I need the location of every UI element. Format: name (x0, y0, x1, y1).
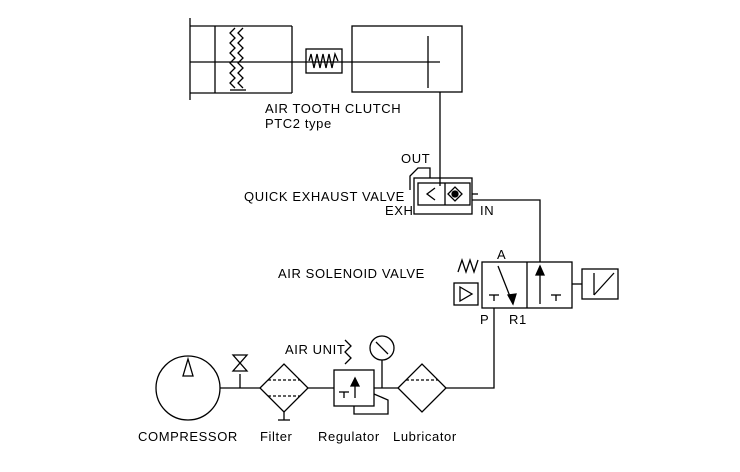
qev-out-label: OUT (401, 151, 430, 166)
solenoid-valve-title: AIR SOLENOID VALVE (278, 266, 425, 281)
port-a-label: A (497, 247, 506, 262)
clutch-teeth-left (229, 27, 236, 89)
filter-label: Filter (260, 429, 293, 444)
qev-in-label: IN (480, 203, 494, 218)
pilot-actuator (453, 282, 479, 306)
clutch-title: AIR TOOTH CLUTCH (265, 101, 401, 116)
check-arrow-icon (425, 187, 436, 201)
spring-icon (308, 51, 339, 69)
clutch-type: PTC2 type (265, 116, 332, 131)
regulator (333, 339, 389, 415)
regulator-label: Regulator (318, 429, 380, 444)
clutch-spring-box (305, 48, 343, 74)
qev-exh-label: EXH (385, 203, 414, 218)
clutch-cylinder (351, 25, 463, 93)
port-r1-label: R1 (509, 312, 527, 327)
qev-title: QUICK EXHAUST VALVE (244, 189, 405, 204)
solenoid-coil (581, 268, 619, 300)
valve-spring-icon (457, 257, 479, 275)
air-unit-title: AIR UNIT (285, 342, 345, 357)
pressure-gauge-icon (369, 335, 395, 388)
drain-valve-icon (231, 354, 249, 388)
lubricator-label: Lubricator (393, 429, 457, 444)
quick-exhaust-valve (409, 167, 478, 215)
regulator-spring-icon (344, 339, 352, 365)
air-tooth-clutch (189, 18, 463, 100)
pipe-qev-to-solenoid (472, 199, 541, 262)
air-solenoid-valve (453, 257, 619, 309)
clutch-teeth-right (237, 27, 244, 89)
filter (259, 363, 309, 421)
port-p-label: P (480, 312, 489, 327)
compressor-label: COMPRESSOR (138, 429, 238, 444)
diamond-icon (447, 186, 463, 202)
lubricator (397, 363, 470, 413)
pipe-lubricator-to-solenoid (470, 308, 495, 389)
compressor (155, 355, 221, 421)
